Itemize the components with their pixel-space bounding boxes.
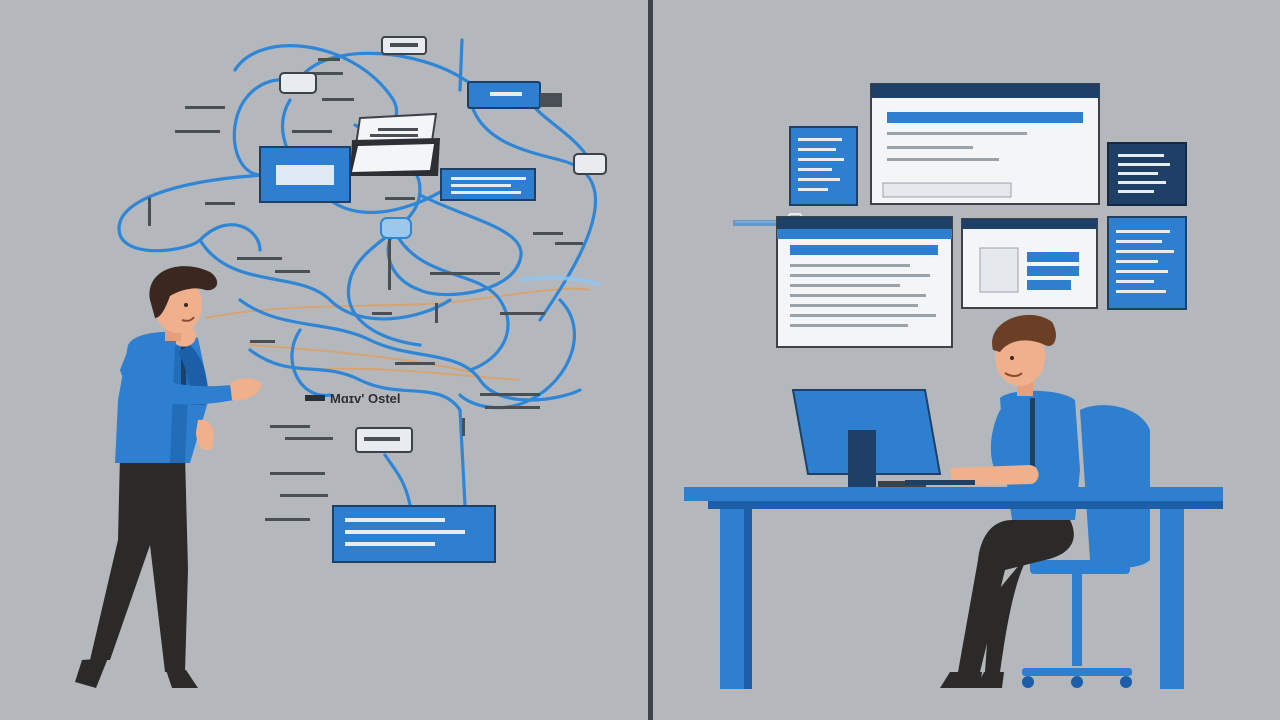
lower-hand <box>196 419 215 451</box>
dev-trousers <box>958 520 1074 672</box>
dev-smile <box>1004 372 1023 377</box>
dev-shoe-left <box>940 672 982 688</box>
confused-person <box>75 266 262 688</box>
dev-hair <box>992 314 1056 352</box>
scattered-labels <box>148 58 583 521</box>
tangled-label: Mɑɪv' Ostel <box>330 391 400 406</box>
dev-shoe-right <box>976 672 1004 688</box>
hair <box>149 266 218 318</box>
dev-second-leg <box>985 540 1040 672</box>
panel-divider <box>648 0 653 720</box>
window-form <box>961 218 1098 309</box>
window-document <box>776 216 953 348</box>
mouth <box>181 316 195 322</box>
office-desk <box>684 487 1223 689</box>
orange-wires <box>204 287 591 381</box>
card-top-right <box>1107 142 1187 206</box>
dev-tie <box>1030 398 1035 470</box>
eye <box>184 303 188 307</box>
pointing-arm <box>120 350 234 405</box>
right-panel <box>684 83 1223 689</box>
card-top-left <box>789 126 858 206</box>
card-right <box>1107 216 1187 310</box>
document-tray <box>350 112 440 176</box>
office-chair <box>1022 405 1150 688</box>
dev-arm <box>990 410 1025 470</box>
desktop-monitor <box>791 389 975 487</box>
glow-wire <box>519 275 601 287</box>
left-panel: Mɑɪv' Ostel <box>75 36 607 688</box>
blue-panels <box>259 146 536 563</box>
trousers <box>90 455 188 672</box>
window-top-center <box>870 83 1100 205</box>
tie <box>181 345 186 395</box>
left-shoe <box>75 658 108 688</box>
dev-eye <box>1010 356 1014 360</box>
tangled-label-marker <box>305 395 325 401</box>
pointing-hand <box>230 378 262 401</box>
right-shoe <box>166 670 198 688</box>
network-nodes <box>279 36 607 239</box>
